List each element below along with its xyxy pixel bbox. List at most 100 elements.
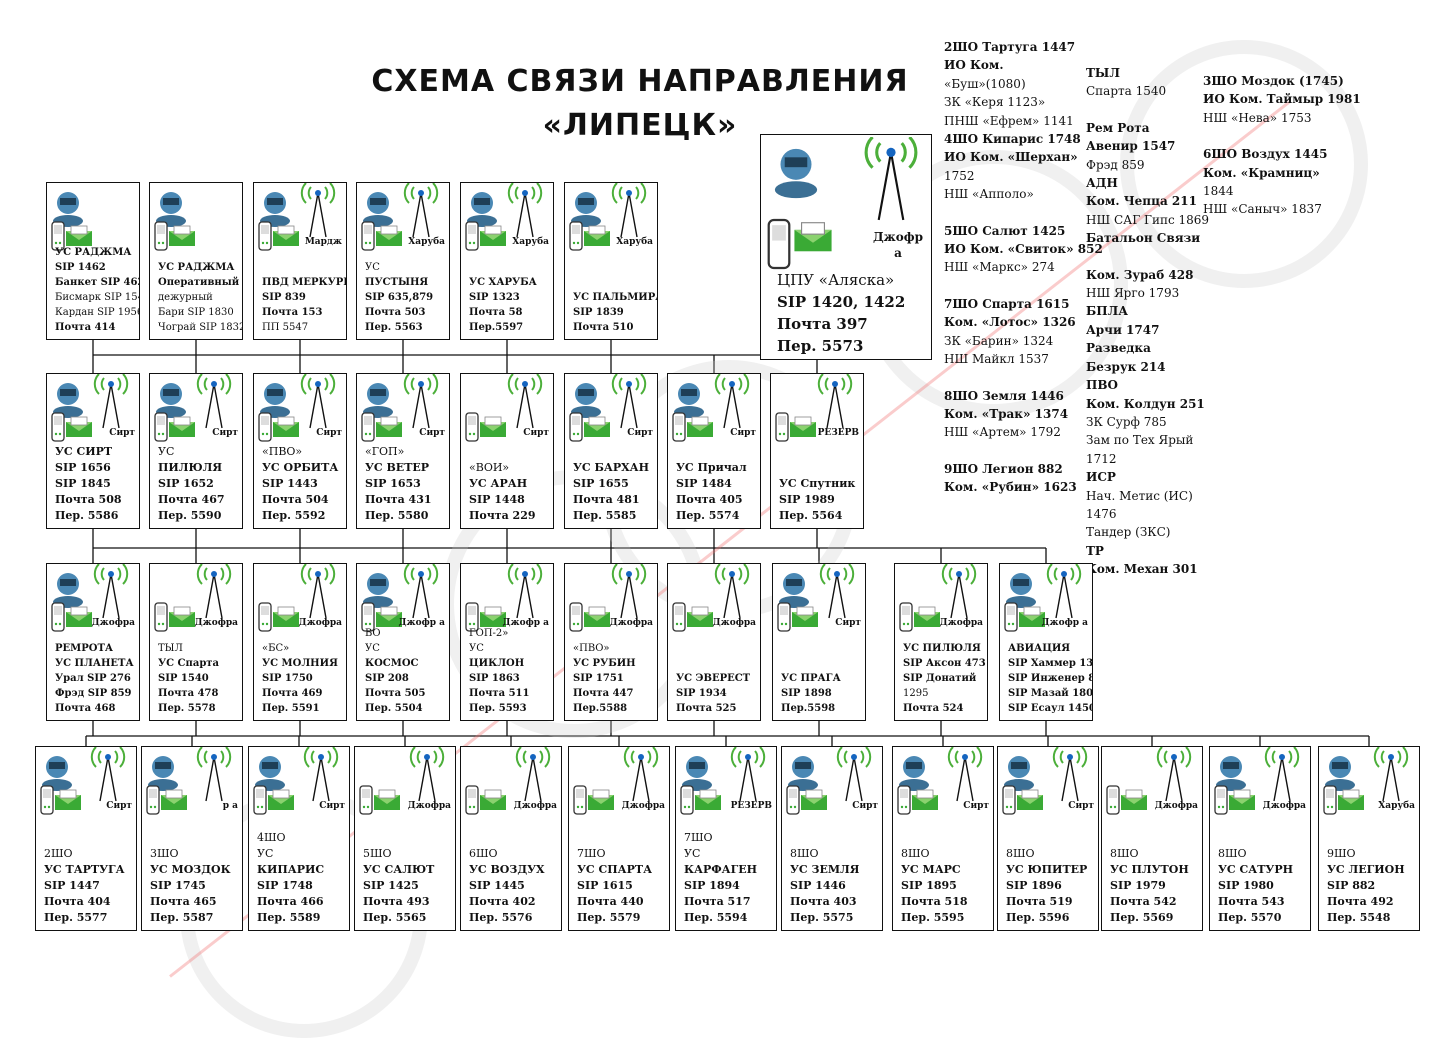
node-line: Пер. 5564 xyxy=(779,509,843,522)
envelope-icon xyxy=(273,225,299,246)
envelope-icon xyxy=(480,606,506,627)
envelope-icon xyxy=(169,416,195,437)
phone-icon xyxy=(672,412,686,442)
info-line: 8ШО Земля 1446 xyxy=(944,388,1064,403)
info-line: 1476 xyxy=(1086,506,1117,521)
node-line: 8ШО xyxy=(901,847,930,860)
node-tag: Сирт xyxy=(419,428,445,438)
node-line: SIP Мазай 1805 xyxy=(1008,688,1093,699)
antenna-icon xyxy=(611,564,647,619)
node-tag: Сирт xyxy=(523,428,549,438)
info-line: Рем Рота xyxy=(1086,120,1150,135)
antenna-icon xyxy=(403,564,439,619)
envelope-icon xyxy=(790,416,816,437)
envelope-icon xyxy=(480,225,506,246)
node-tag: Джофра xyxy=(621,801,665,811)
phone-icon xyxy=(1002,785,1016,815)
envelope-icon xyxy=(169,225,195,246)
node-line: SIP 1750 xyxy=(262,673,313,684)
node-line: Почта 468 xyxy=(55,703,116,714)
node-tag: Сирт xyxy=(627,428,653,438)
antenna-icon xyxy=(196,564,232,619)
node-tag: Джофр а xyxy=(502,618,549,628)
phone-icon xyxy=(154,221,168,251)
phone-icon xyxy=(899,602,913,632)
node-line: дежурный xyxy=(158,292,213,303)
node-icons: Сирт xyxy=(668,374,760,444)
node-line: «БС» xyxy=(262,643,290,654)
node-icons: Харуба xyxy=(461,183,553,253)
node-line: ЦИКЛОН xyxy=(469,658,525,669)
node-tag: Харуба xyxy=(616,237,653,247)
node-line: УС МОЛНИЯ xyxy=(262,658,338,669)
phone-icon xyxy=(569,221,583,251)
node-icons: Сирт xyxy=(782,747,882,817)
central-tag-line-2: а xyxy=(894,246,902,260)
node-line: Оперативный xyxy=(158,277,240,288)
envelope-icon xyxy=(55,789,81,810)
central-lines: ЦПУ «Аляска» SIP 1420, 1422 Почта 397 Пе… xyxy=(777,269,929,357)
node-line: Пер. 5575 xyxy=(790,911,854,924)
node-line: Пер. 5596 xyxy=(1006,911,1070,924)
node-line: SIP 1980 xyxy=(1218,879,1274,892)
node-tag: Сирт xyxy=(109,428,135,438)
envelope-icon xyxy=(584,606,610,627)
user-icon xyxy=(571,192,601,227)
node-line: Пер. 5590 xyxy=(158,509,222,522)
info-line: «Буш»(1080) xyxy=(944,76,1026,91)
node-tag: Джофра xyxy=(298,618,342,628)
node-line: Пер. 5589 xyxy=(257,911,321,924)
central-node-box[interactable]: Джофр а ЦПУ «Аляска» SIP 1420, 1422 Почт… xyxy=(760,134,932,360)
envelope-icon xyxy=(1338,789,1364,810)
phone-icon xyxy=(573,785,587,815)
antenna-icon xyxy=(196,374,232,429)
node-line: SIP Есаул 1450 xyxy=(1008,703,1093,714)
node-line: УС ПРАГА xyxy=(781,673,841,684)
